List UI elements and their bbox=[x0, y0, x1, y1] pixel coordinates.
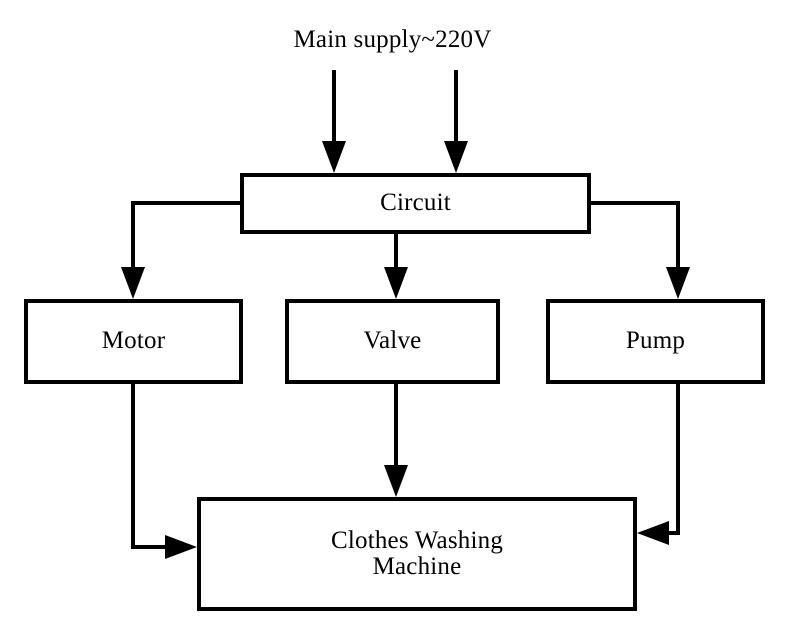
arrowhead-supply-left bbox=[322, 141, 346, 173]
connector-motor-washer bbox=[131, 384, 184, 549]
node-circuit-label: Circuit bbox=[380, 189, 451, 217]
node-pump-label: Pump bbox=[625, 327, 686, 355]
node-motor[interactable]: Motor bbox=[24, 299, 243, 384]
arrowhead-circuit-pump bbox=[666, 267, 690, 299]
node-valve-label: Valve bbox=[363, 327, 422, 355]
arrowhead-pump-washer bbox=[637, 521, 669, 545]
arrowhead-valve-washer bbox=[384, 465, 408, 497]
node-valve[interactable]: Valve bbox=[285, 299, 500, 384]
node-circuit[interactable]: Circuit bbox=[240, 173, 591, 234]
connector-pump-washer bbox=[650, 384, 680, 535]
node-pump[interactable]: Pump bbox=[546, 299, 765, 384]
node-clothes-washing-machine-label: Clothes Washing Machine bbox=[330, 526, 504, 580]
node-motor-label: Motor bbox=[101, 327, 166, 355]
arrowhead-circuit-valve bbox=[384, 267, 408, 299]
arrowhead-circuit-motor bbox=[121, 267, 145, 299]
arrowhead-supply-right bbox=[444, 141, 468, 173]
node-clothes-washing-machine[interactable]: Clothes Washing Machine bbox=[197, 497, 637, 611]
connector-circuit-motor bbox=[131, 201, 240, 286]
arrowhead-motor-washer bbox=[165, 535, 197, 559]
main-supply-label: Main supply~220V bbox=[293, 26, 492, 53]
connector-circuit-pump bbox=[591, 201, 680, 286]
